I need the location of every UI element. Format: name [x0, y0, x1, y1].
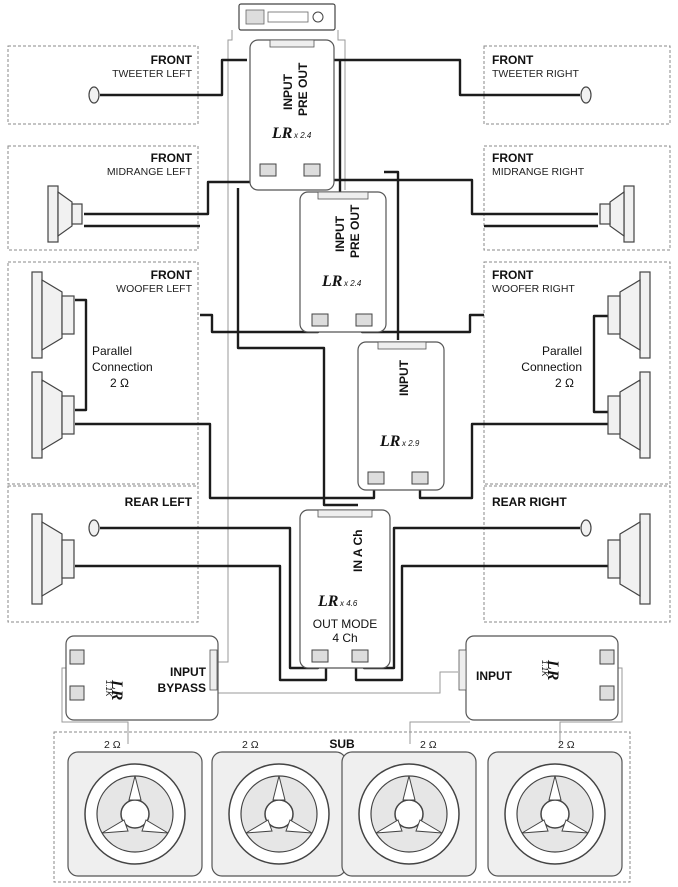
midrange-front-right: [599, 185, 635, 243]
parallel-left-line3: 2 Ω: [110, 376, 129, 390]
tweeter-rear-right: [580, 519, 592, 537]
rca-line-bypass: [218, 671, 458, 694]
rca-line-sub-mid: [409, 721, 470, 744]
woofer-front-right-1: [607, 271, 651, 359]
label-sub: SUB: [329, 737, 355, 751]
label-front-woofer-left-title: FRONT: [151, 268, 193, 282]
rca-line-head-unit-right: [337, 30, 346, 190]
amp1-preout-label: PRE OUT: [296, 62, 310, 116]
amp3-logo: LR: [379, 433, 401, 450]
amplifier-3: INPUT LR x 2.9: [357, 341, 445, 491]
amp4-logo: LR: [317, 593, 339, 610]
subwoofer-3: [341, 751, 477, 877]
tweeter-front-left: [88, 86, 100, 104]
tweeter-rear-left: [88, 519, 100, 537]
amp5-input-label: INPUT: [170, 665, 207, 679]
sub-impedance-2: 2 Ω: [242, 739, 259, 751]
label-front-mid-left-sub: MIDRANGE LEFT: [107, 166, 193, 178]
woofer-front-left-1: [31, 271, 75, 359]
amplifier-5: LR 1.1K INPUT BYPASS: [65, 635, 219, 721]
amp3-input-label: INPUT: [397, 359, 411, 396]
midrange-front-left: [47, 185, 83, 243]
zone-rear-right: [483, 485, 671, 623]
amp4-input-label: IN A Ch: [351, 530, 365, 572]
woofer-rear-left: [31, 513, 75, 605]
zone-front-mid-right: [483, 145, 671, 251]
label-rear-left: REAR LEFT: [125, 495, 193, 509]
label-front-mid-right-title: FRONT: [492, 151, 534, 165]
woofer-front-left-2: [31, 371, 75, 459]
amp2-input-label: INPUT: [333, 215, 347, 252]
tweeter-front-right: [580, 86, 592, 104]
zone-front-tweeter-right: [483, 45, 671, 125]
zone-front-tweeter-left: [7, 45, 199, 125]
zone-front-woofer-right: [483, 261, 671, 485]
amp2-preout-label: PRE OUT: [348, 204, 362, 258]
subwoofers: [67, 751, 623, 877]
woofer-front-right-2: [607, 371, 651, 459]
zone-front-mid-left: [7, 145, 199, 251]
amp4-mode-line1: OUT MODE: [313, 617, 377, 631]
amp1-logo: LR: [271, 125, 293, 142]
label-front-woofer-right-sub: WOOFER RIGHT: [492, 283, 575, 295]
amp1-input-label: INPUT: [281, 73, 295, 110]
label-front-tweeter-left-title: FRONT: [151, 53, 193, 67]
parallel-right-line1: Parallel: [542, 344, 582, 358]
subwoofer-2: [211, 751, 347, 877]
woofer-rear-right: [607, 513, 651, 605]
parallel-right-line3: 2 Ω: [555, 376, 574, 390]
amp6-logo: LR: [544, 659, 561, 681]
zone-rear-left: [7, 485, 199, 623]
amplifier-6: INPUT LR 1.1K: [458, 635, 619, 721]
sub-impedance-1: 2 Ω: [104, 739, 121, 751]
amp4-model: x 4.6: [339, 599, 358, 608]
label-front-woofer-left-sub: WOOFER LEFT: [116, 283, 192, 295]
label-front-woofer-right-title: FRONT: [492, 268, 534, 282]
rca-line-sub-right: [559, 667, 623, 744]
parallel-right-line2: Connection: [521, 360, 582, 374]
amp6-input-label: INPUT: [476, 669, 513, 683]
subwoofer-1: [67, 751, 203, 877]
amp2-logo: LR: [321, 273, 343, 290]
amp3-model: x 2.9: [401, 439, 420, 448]
parallel-left-line1: Parallel: [92, 344, 132, 358]
zone-front-woofer-left: [7, 261, 199, 485]
amplifier-1: INPUT PRE OUT LR x 2.4: [249, 39, 335, 191]
rca-line-head-unit-left: [218, 30, 233, 663]
label-front-mid-left-title: FRONT: [151, 151, 193, 165]
label-front-mid-right-sub: MIDRANGE RIGHT: [492, 166, 585, 178]
label-front-tweeter-right-sub: TWEETER RIGHT: [492, 68, 579, 80]
amp4-mode-line2: 4 Ch: [332, 631, 357, 645]
zone-sub: [53, 731, 631, 883]
amp2-model: x 2.4: [343, 279, 362, 288]
amp5-bypass-label: BYPASS: [158, 681, 206, 695]
label-rear-right: REAR RIGHT: [492, 495, 567, 509]
amp6-model: 1.1K: [540, 660, 549, 677]
subwoofer-4: [487, 751, 623, 877]
amp1-model: x 2.4: [293, 131, 312, 140]
head-unit: [238, 3, 336, 31]
sub-impedance-4: 2 Ω: [558, 739, 575, 751]
parallel-left-line2: Connection: [92, 360, 153, 374]
amp5-logo: LR: [108, 679, 125, 701]
sub-impedance-3: 2 Ω: [420, 739, 437, 751]
amp5-model: 1.1K: [104, 680, 113, 697]
label-front-tweeter-left-sub: TWEETER LEFT: [112, 68, 193, 80]
rca-line-sub-left: [61, 667, 129, 744]
label-front-tweeter-right-title: FRONT: [492, 53, 534, 67]
amplifier-4: IN A Ch LR x 4.6 OUT MODE 4 Ch: [299, 509, 391, 669]
amplifier-2: INPUT PRE OUT LR x 2.4: [299, 191, 387, 333]
